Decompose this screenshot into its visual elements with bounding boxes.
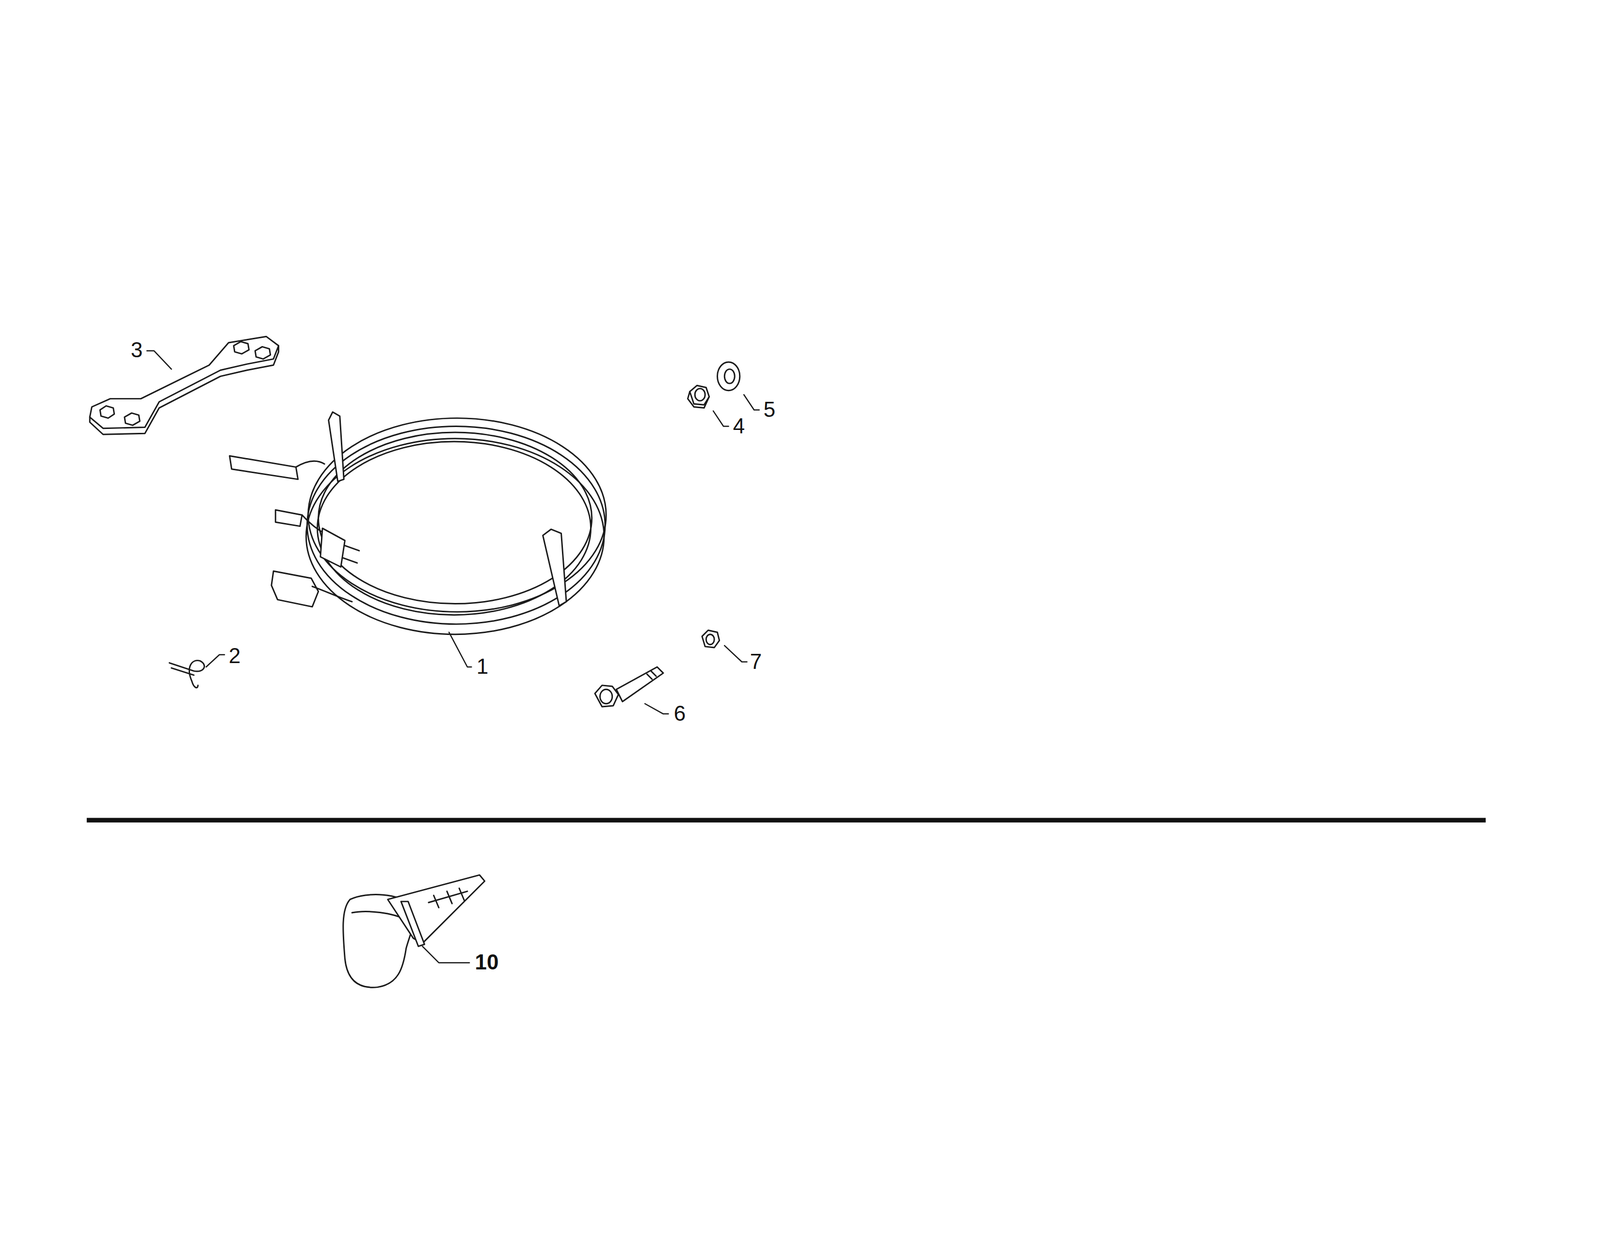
nut: [702, 630, 720, 648]
leader-lines: [146, 351, 760, 963]
nut: [687, 385, 709, 408]
callout-number: 4: [731, 414, 747, 438]
callout-number: 7: [748, 650, 764, 674]
washer: [717, 362, 740, 391]
cord-coil: [229, 412, 607, 635]
callout-number: 1: [475, 655, 490, 679]
bolt: [594, 667, 664, 707]
divider-rule: [86, 817, 1486, 823]
cotter-pin: [169, 660, 205, 688]
handle-strap: [343, 875, 485, 988]
callout-number: 6: [672, 702, 688, 726]
callout-number: 5: [762, 398, 777, 422]
callout-number: 3: [129, 338, 144, 362]
callout-number: 10: [473, 950, 501, 975]
wrench-plate: [89, 336, 279, 435]
callout-number: 2: [227, 644, 242, 668]
